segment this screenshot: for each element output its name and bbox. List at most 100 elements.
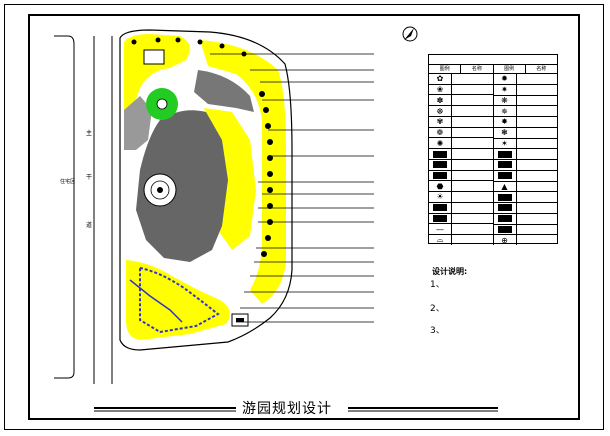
legend-header-symbol-1: 图例	[429, 65, 462, 73]
legend-row: ❋	[493, 95, 557, 107]
legend-row	[429, 213, 493, 225]
legend-column-left: ✿❀✽☸✾❁✺ ⬣☀ —⌓	[429, 74, 494, 246]
legend-header-name-1: 名称	[461, 65, 494, 73]
fill-swatch-icon	[497, 215, 512, 223]
legend-title	[429, 55, 557, 65]
legend-row	[493, 170, 557, 182]
legend-symbol-icon: ⬣	[429, 181, 452, 192]
legend-symbol-icon	[429, 213, 452, 224]
legend-symbol-icon: ✽	[429, 95, 452, 106]
legend-row: ✽	[429, 95, 493, 107]
water-edge	[139, 266, 220, 334]
legend-symbol-icon	[494, 170, 517, 181]
legend-row: ❀	[429, 84, 493, 96]
stream	[129, 279, 183, 323]
legend-symbol-icon: ✺	[429, 138, 452, 149]
legend-row: ⌓	[429, 235, 493, 246]
fill-swatch-icon	[433, 150, 447, 158]
legend-symbol-icon	[494, 213, 517, 224]
legend-row: ✸	[493, 117, 557, 128]
legend-symbol-icon: ❋	[494, 95, 517, 106]
legend-symbol-icon: ✵	[494, 106, 517, 116]
north-lawn	[194, 70, 254, 112]
legend-row: ⊕	[494, 235, 558, 245]
design-notes-heading: 设计说明:	[432, 267, 468, 276]
fill-swatch-icon	[433, 214, 447, 222]
legend-symbol-icon: —	[429, 224, 452, 235]
road-label-2: 干	[86, 174, 93, 181]
residential-label: 住宅区	[60, 179, 76, 185]
residential-boundary	[54, 35, 75, 379]
legend-symbol-icon: ▲	[494, 181, 517, 192]
note-number-3: 3、	[430, 326, 445, 336]
round-plaza-center	[157, 187, 163, 193]
legend-symbol-icon	[429, 159, 452, 170]
legend-symbol-icon	[494, 192, 517, 202]
legend-row	[493, 160, 557, 171]
fill-swatch-icon	[433, 161, 447, 169]
legend-symbol-icon	[429, 170, 452, 181]
legend-symbol-icon	[429, 149, 452, 159]
legend-symbol-icon	[429, 202, 452, 213]
road-label-1: 主	[86, 130, 93, 137]
legend-row	[493, 192, 557, 203]
legend-symbol-icon: ✾	[429, 116, 452, 127]
legend-symbol-icon	[494, 160, 517, 170]
legend-row: ✵	[493, 106, 557, 117]
legend-symbol-icon: ❃	[494, 127, 517, 138]
north-entrance-building	[143, 49, 165, 65]
legend-symbol-icon: ⊕	[494, 235, 517, 245]
legend-header: 图例 名称 图例 名称	[429, 65, 557, 74]
fill-swatch-icon	[433, 171, 447, 179]
legend-row: ✷	[493, 84, 557, 96]
legend-row: ☀	[429, 192, 493, 203]
drawing-border-inner	[28, 14, 580, 420]
note-number-2: 2、	[430, 304, 445, 314]
planting-zone-northwest	[124, 34, 190, 120]
legend-row: —	[429, 224, 493, 236]
legend-symbol-icon: ❀	[429, 84, 452, 95]
legend-header-symbol-2: 图例	[494, 65, 526, 73]
fill-swatch-icon	[497, 172, 512, 180]
legend-symbol-icon	[494, 149, 517, 159]
legend-row: ⬣	[429, 181, 493, 193]
fill-swatch-icon	[433, 204, 447, 212]
legend-row	[429, 149, 493, 160]
legend-row: ✿	[429, 74, 493, 85]
fill-swatch-icon	[497, 150, 512, 158]
note-number-1: 1、	[430, 280, 445, 290]
legend-column-right: ✹✷❋✵✸❃✶ ▲ ⊕	[493, 74, 558, 245]
fill-swatch-icon	[497, 204, 512, 212]
legend-row: ❃	[493, 127, 557, 139]
callout-leaders	[210, 53, 374, 323]
legend-symbol-icon	[494, 224, 517, 235]
circle-garden-center	[156, 98, 168, 110]
legend-symbol-icon: ✹	[494, 74, 517, 84]
fill-swatch-icon	[497, 193, 512, 201]
fill-swatch-icon	[497, 225, 512, 233]
legend-symbol-icon: ⌓	[429, 235, 452, 246]
legend-row	[493, 224, 557, 236]
legend-row	[493, 213, 557, 225]
legend-symbol-icon: ✷	[494, 84, 517, 95]
drawing-border-outer	[4, 4, 604, 430]
legend-symbol-icon: ✸	[494, 117, 517, 127]
legend-symbol-icon: ✿	[429, 74, 452, 84]
legend-row	[429, 170, 493, 182]
legend-symbol-icon: ❁	[429, 127, 452, 138]
road-label-3: 道	[86, 222, 93, 229]
legend-row: ☸	[429, 106, 493, 117]
legend-row	[429, 159, 493, 171]
plant-legend-table: 图例 名称 图例 名称 ✿❀✽☸✾❁✺ ⬣☀ —⌓ ✹✷❋✵✸❃✶ ▲ ⊕	[428, 54, 558, 246]
legend-row: ✾	[429, 116, 493, 128]
legend-row: ✺	[429, 138, 493, 150]
fill-swatch-icon	[497, 161, 512, 169]
legend-header-name-2: 名称	[536, 66, 547, 72]
planting-zone-south	[126, 260, 230, 340]
legend-row	[493, 203, 557, 214]
drawing-title: 游园规划设计	[242, 401, 332, 417]
legend-row: ❁	[429, 127, 493, 139]
legend-row: ✹	[493, 74, 557, 85]
legend-row: ✶	[493, 138, 557, 150]
